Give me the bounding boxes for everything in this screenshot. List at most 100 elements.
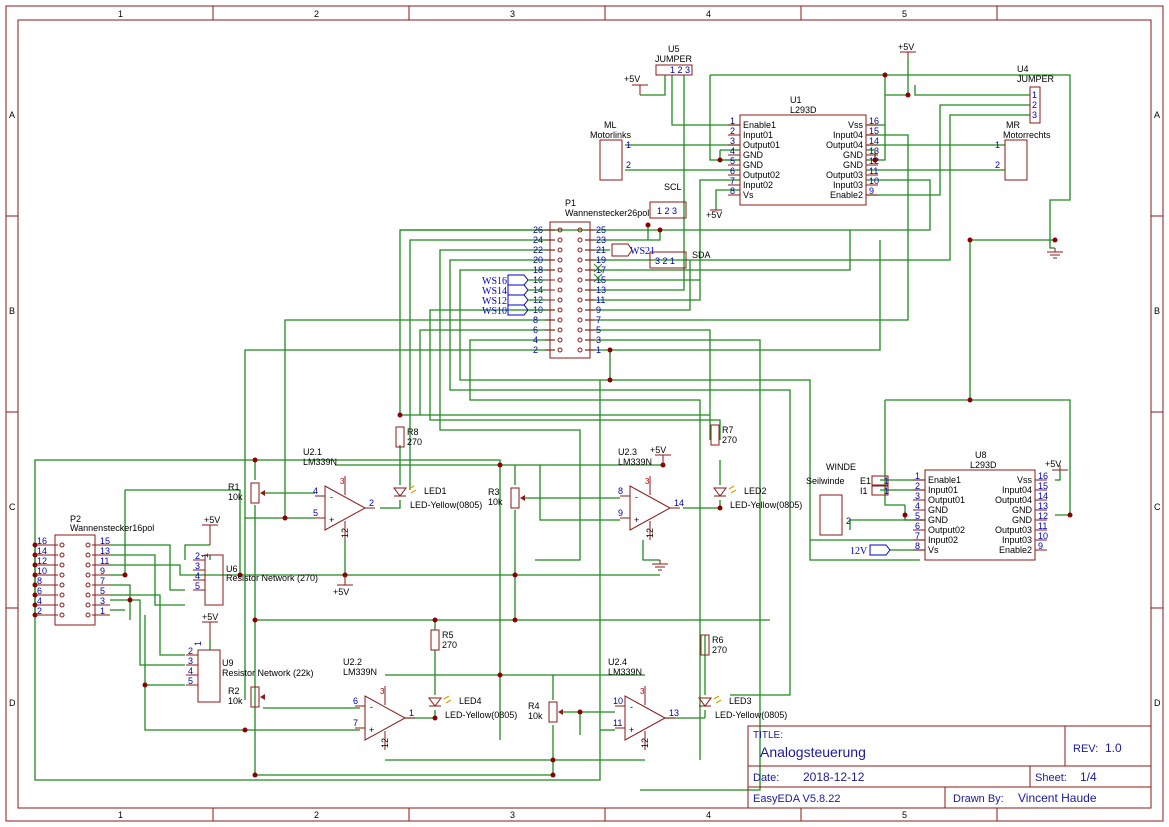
led-value: LED-Yellow(0805): [410, 500, 482, 510]
u8-left-pin-num: 2: [915, 481, 920, 491]
grid-col-3: 3: [510, 9, 515, 19]
out-pin: 14: [674, 498, 684, 508]
u8-right-pin-name: Input03: [1002, 535, 1032, 545]
p2-right-pin: 9: [100, 566, 105, 576]
u8-left-pin-name: Input02: [928, 535, 958, 545]
p1-port-label: WS14: [482, 286, 507, 297]
p1-left-pin: 2: [533, 345, 538, 355]
grid-row-b-right: B: [1154, 306, 1160, 316]
u8-right-pin-num: 14: [1038, 491, 1048, 501]
u1-left-pin-num: 5: [730, 156, 735, 166]
title-value: Analogsteuerung: [760, 744, 866, 760]
grid-col-2-bottom: 2: [314, 810, 319, 820]
p2-left-pin: 2: [37, 606, 42, 616]
p1-pin-list: 2624222018161412108642252321191715131197…: [533, 225, 606, 355]
out-pin: 1: [409, 708, 414, 718]
plus-sign: +: [369, 725, 374, 735]
vcc-5v-u1: +5V: [898, 42, 916, 58]
u1-left-pin-name: Input02: [743, 180, 773, 190]
p2-left-pin: 16: [37, 536, 47, 546]
u6-pins-pin: 3: [195, 561, 200, 571]
grid-col-2: 2: [314, 9, 319, 19]
resistor-value: 270: [407, 437, 422, 447]
u1-left-pin-num: 8: [730, 186, 735, 196]
opamp-ref: U2.3: [618, 447, 637, 457]
p1-right-pin: 15: [596, 275, 606, 285]
winde-name: Seilwinde: [806, 476, 845, 486]
p2-name: Wannenstecker16pol: [70, 523, 154, 533]
p1-right-pin: 19: [596, 255, 606, 265]
vcc-5v-u9: +5V: [202, 612, 218, 640]
u1-right-pins: 16Vss15Input0414Output0413GND12GND11Outp…: [826, 116, 879, 200]
u1-right-pin-num: 12: [869, 156, 879, 166]
p2-header: P2 Wannenstecker16pol 161412108642151311…: [35, 514, 154, 626]
p2-right-pin: 3: [100, 596, 105, 606]
p1-right-pin: 11: [596, 295, 605, 305]
u1-left-pin-name: Vs: [743, 190, 754, 200]
resistor-value: 270: [442, 640, 457, 650]
ml-ref: ML: [604, 120, 617, 130]
grid-row-d-right: D: [1154, 698, 1161, 708]
grid-col-4: 4: [706, 9, 711, 19]
u8-left-pin-name: Vs: [928, 545, 939, 555]
vcc-5v-u6: +5V: [202, 515, 220, 545]
vcc-pin: 3: [340, 477, 345, 486]
vcc-label-vs: +5V: [706, 210, 722, 220]
mr-ref: MR: [1006, 120, 1020, 130]
u8-left-pin-num: 3: [915, 491, 920, 501]
wires: [34, 58, 1071, 791]
u1-left-pin-name: Enable1: [743, 120, 776, 130]
u9-pins-pin: 2: [188, 646, 193, 656]
grid-col-1-bottom: 1: [118, 810, 123, 820]
vcc-pin: 3: [645, 477, 650, 486]
u1-left-pin-num: 1: [730, 116, 735, 126]
u1-right-pin-name: Input03: [833, 180, 863, 190]
u8-right-pin-name: Enable2: [999, 545, 1032, 555]
sheet-frame: 1 2 3 4 5 1 2 3 4 5 A B C D A B C D: [5, 5, 1164, 822]
u1-left-pin-name: Output01: [743, 140, 780, 150]
u8-left-pin-num: 8: [915, 541, 920, 551]
opamp-ref: U2.2: [343, 657, 362, 667]
rev-label: REV:: [1073, 743, 1098, 755]
u1-right-pin-name: Enable2: [830, 190, 863, 200]
pot-value: 10k: [228, 696, 243, 706]
u1-left-pin-num: 6: [730, 166, 735, 176]
u1-right-pin-num: 16: [869, 116, 879, 126]
u1-left-pin-num: 4: [730, 146, 735, 156]
u8-right-pin-num: 11: [1038, 521, 1047, 531]
grid-col-5-bottom: 5: [902, 810, 907, 820]
p1-left-pin: 8: [533, 315, 538, 325]
u1-right-pin-num: 11: [869, 166, 878, 176]
p1-right-pin: 9: [596, 305, 601, 315]
plus-sign: +: [329, 515, 334, 525]
u5-pins: 1 2 3: [670, 65, 690, 75]
u6-pins-pin: 4: [195, 571, 200, 581]
out-pin: 2: [369, 498, 374, 508]
p1-right-pin: 17: [596, 265, 606, 275]
plus-pin: 9: [618, 508, 623, 518]
p1-port-label: WS10: [482, 306, 507, 317]
p1-right-pin: 25: [596, 225, 606, 235]
u1-left-pin-name: GND: [743, 160, 764, 170]
u1-right-pin-name: GND: [843, 150, 864, 160]
led-ref: LED3: [729, 696, 752, 706]
p2-left-pin: 12: [37, 556, 47, 566]
tool-version: EasyEDA V5.8.22: [753, 793, 840, 805]
u8-left-pin-name: Output01: [928, 495, 965, 505]
u8-ref: U8: [975, 450, 987, 460]
u8-right-pin-num: 10: [1038, 531, 1048, 541]
p2-right-pin: 1: [100, 606, 105, 616]
u8-right-pin-num: 12: [1038, 511, 1048, 521]
u9-pins-pin: 4: [188, 666, 193, 676]
p1-right-pin: 7: [596, 315, 601, 325]
mr-pin-2: 2: [995, 160, 1000, 170]
p1-port-label: WS12: [482, 296, 507, 307]
scl-connector: SCL 1 2 3: [649, 182, 687, 219]
grid-row-a: A: [9, 110, 15, 120]
